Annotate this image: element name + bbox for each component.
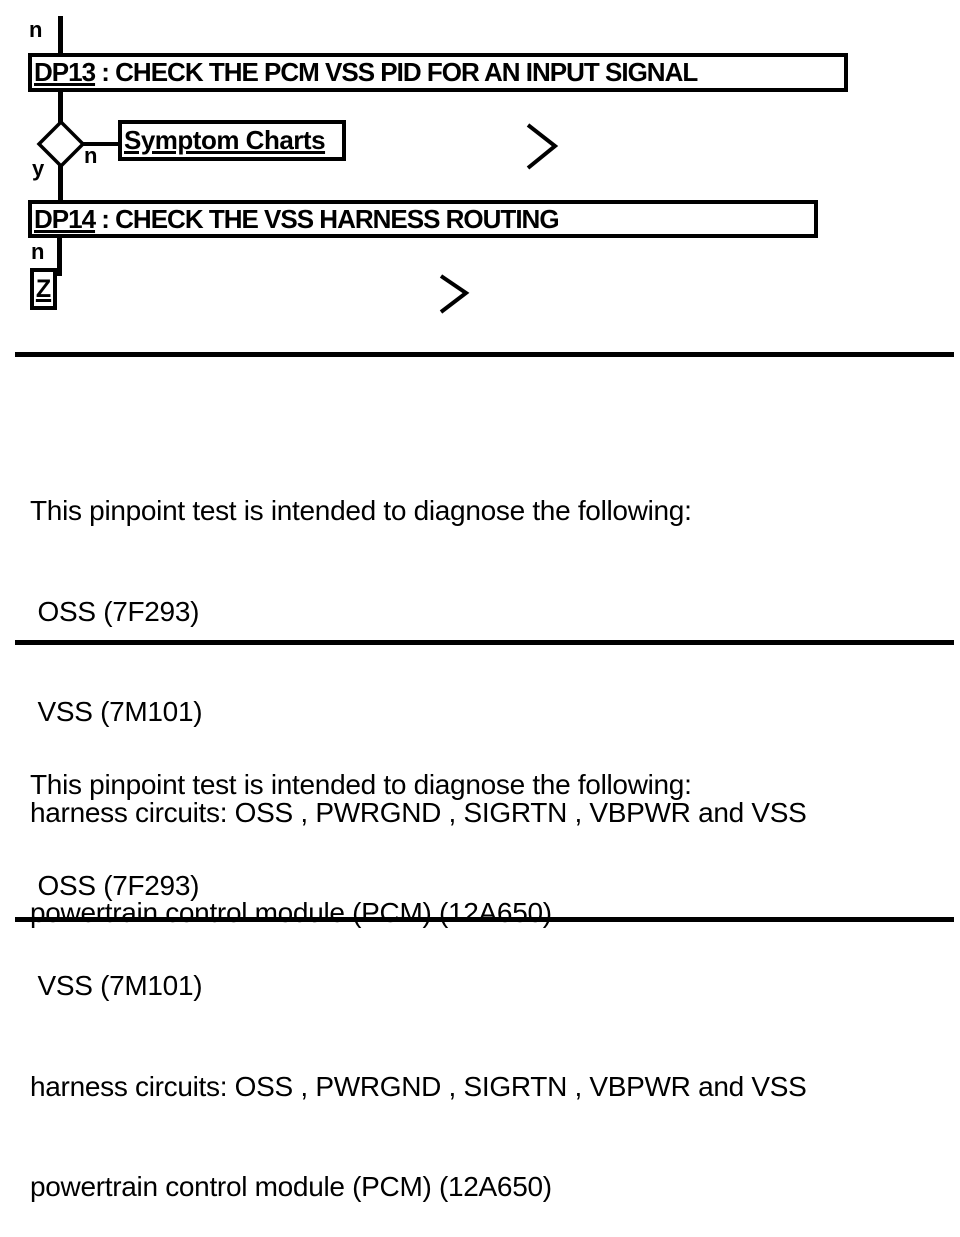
- dp13-title: CHECK THE PCM VSS PID FOR AN INPUT SIGNA…: [115, 57, 698, 87]
- description-line: VSS (7M101): [30, 970, 203, 1001]
- connector-line-decision-to-dp14: [58, 164, 63, 202]
- description-line: powertrain control module (PCM) (12A650): [30, 1171, 552, 1202]
- description-line: powertrain control module (PCM) (12A650): [30, 897, 552, 928]
- connector-line-decision-to-symptom: [80, 142, 120, 146]
- description-line: This pinpoint test is intended to diagno…: [30, 495, 692, 526]
- section-divider: [15, 352, 954, 357]
- connector-line-dp13-to-decision: [58, 92, 63, 125]
- section-divider: [15, 640, 954, 645]
- symptom-charts-box: Symptom Charts: [118, 120, 346, 161]
- section-divider: [15, 917, 954, 922]
- description-line: This pinpoint test is intended to diagno…: [30, 769, 692, 800]
- pinpoint-description-section: This pinpoint test is intended to diagno…: [30, 427, 807, 963]
- description-line: harness circuits: OSS , PWRGND , SIGRTN …: [30, 1070, 807, 1102]
- dp14-title: CHECK THE VSS HARNESS ROUTING: [115, 203, 559, 234]
- dp14-link[interactable]: DP14: [34, 203, 96, 234]
- dp14-step-box: DP14 : CHECK THE VSS HARNESS ROUTING: [28, 200, 818, 238]
- pinpoint-description-section: This pinpoint test is intended to diagno…: [30, 701, 807, 1237]
- connector-line-top: [58, 16, 63, 55]
- description-line: OSS (7F293): [30, 595, 200, 627]
- z-connector-link[interactable]: Z: [35, 274, 52, 303]
- next-page-chevron-icon[interactable]: [524, 121, 560, 171]
- symptom-charts-link[interactable]: Symptom Charts: [124, 125, 326, 155]
- branch-label-yes: y: [32, 156, 45, 181]
- description-line: OSS (7F293): [30, 869, 200, 901]
- branch-label-n-top: n: [29, 17, 43, 42]
- dp14-separator: :: [95, 203, 116, 234]
- next-page-chevron-icon[interactable]: [437, 272, 471, 316]
- z-connector-box: Z: [30, 268, 57, 310]
- branch-label-no: n: [84, 143, 98, 168]
- connector-line-dp14-to-z: [57, 238, 62, 276]
- dp13-separator: :: [95, 57, 116, 87]
- dp13-link[interactable]: DP13: [34, 57, 96, 87]
- dp13-step-box: DP13 : CHECK THE PCM VSS PID FOR AN INPU…: [28, 53, 848, 92]
- description-line: VSS (7M101): [30, 696, 203, 727]
- description-line: harness circuits: OSS , PWRGND , SIGRTN …: [30, 796, 807, 828]
- branch-label-n-dp14: n: [31, 239, 45, 264]
